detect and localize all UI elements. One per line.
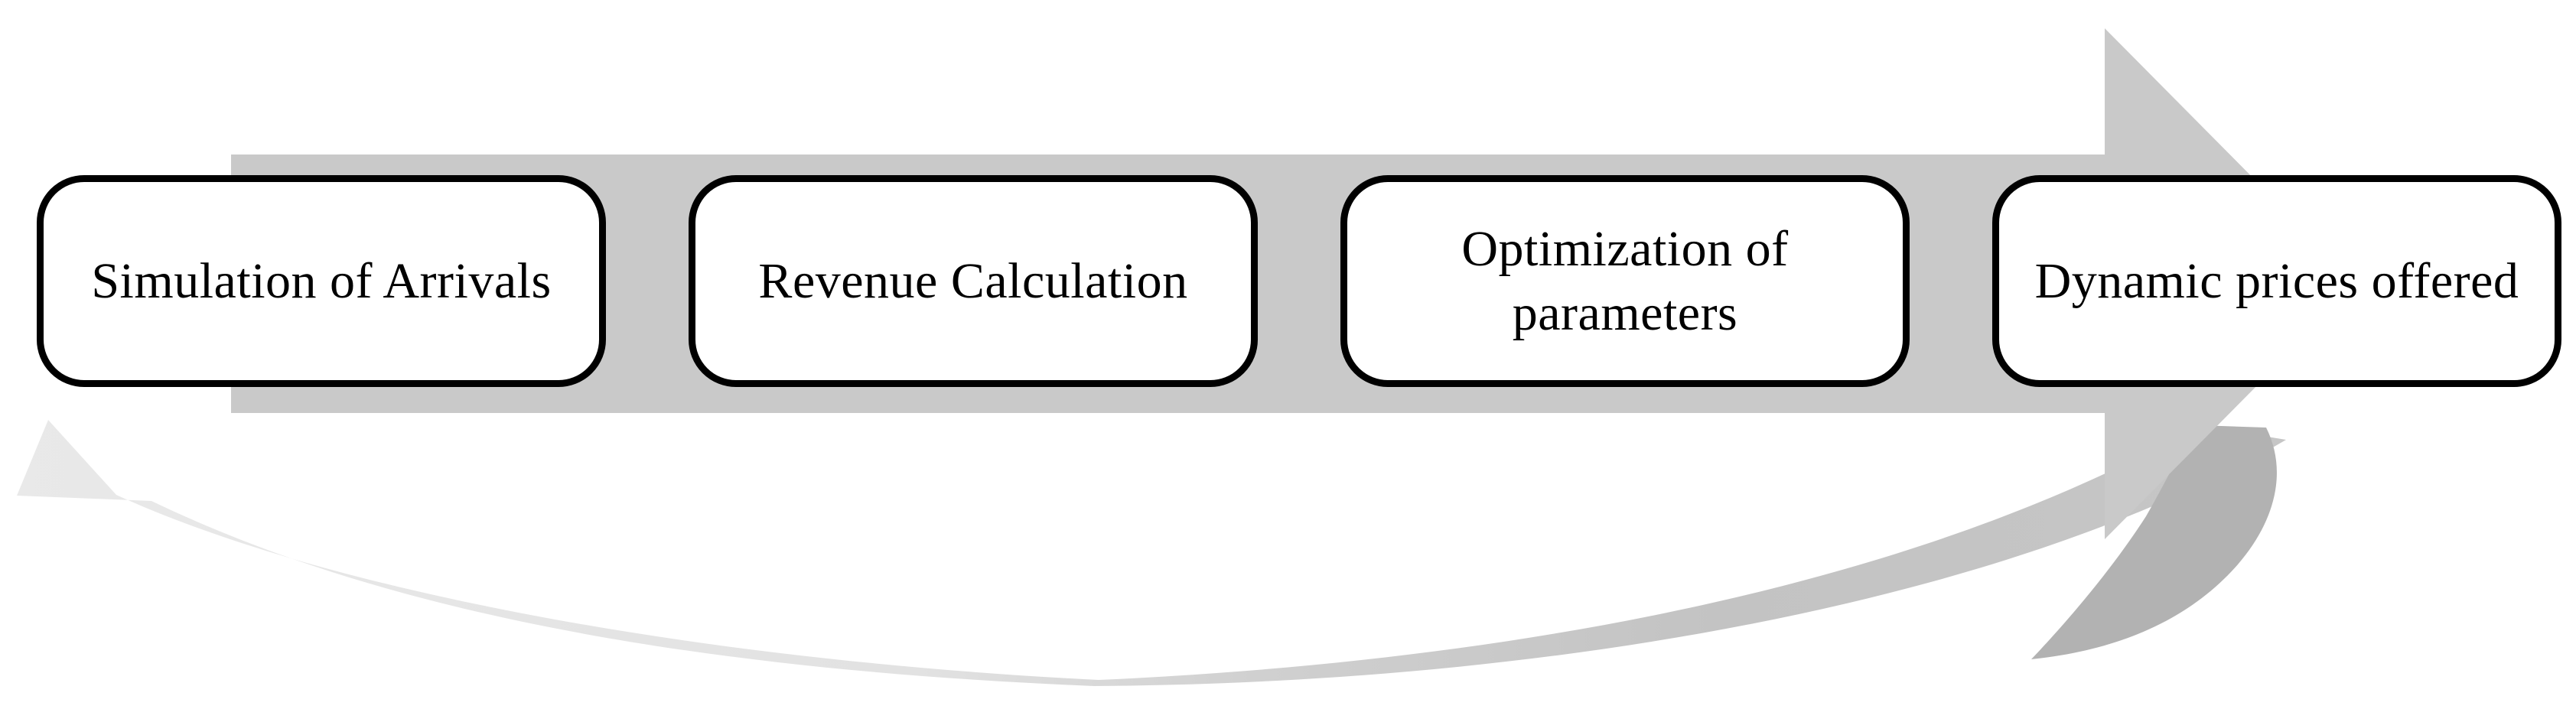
step-label: Optimization of parameters: [1461, 221, 1789, 341]
process-arrow-shape: [231, 28, 2358, 539]
feedback-arrow-end-shade: [2031, 425, 2277, 659]
step-label: Simulation of Arrivals: [91, 252, 552, 309]
step-box-optimization-of-parameters: Optimization of parameters: [1340, 175, 1910, 387]
step-label: Revenue Calculation: [758, 252, 1188, 309]
step-label: Dynamic prices offered: [2034, 252, 2519, 309]
step-box-dynamic-prices-offered: Dynamic prices offered: [1992, 175, 2561, 387]
step-box-revenue-calculation: Revenue Calculation: [689, 175, 1258, 387]
feedback-arrow-shape: [17, 420, 2286, 686]
step-box-simulation-of-arrivals: Simulation of Arrivals: [37, 175, 606, 387]
